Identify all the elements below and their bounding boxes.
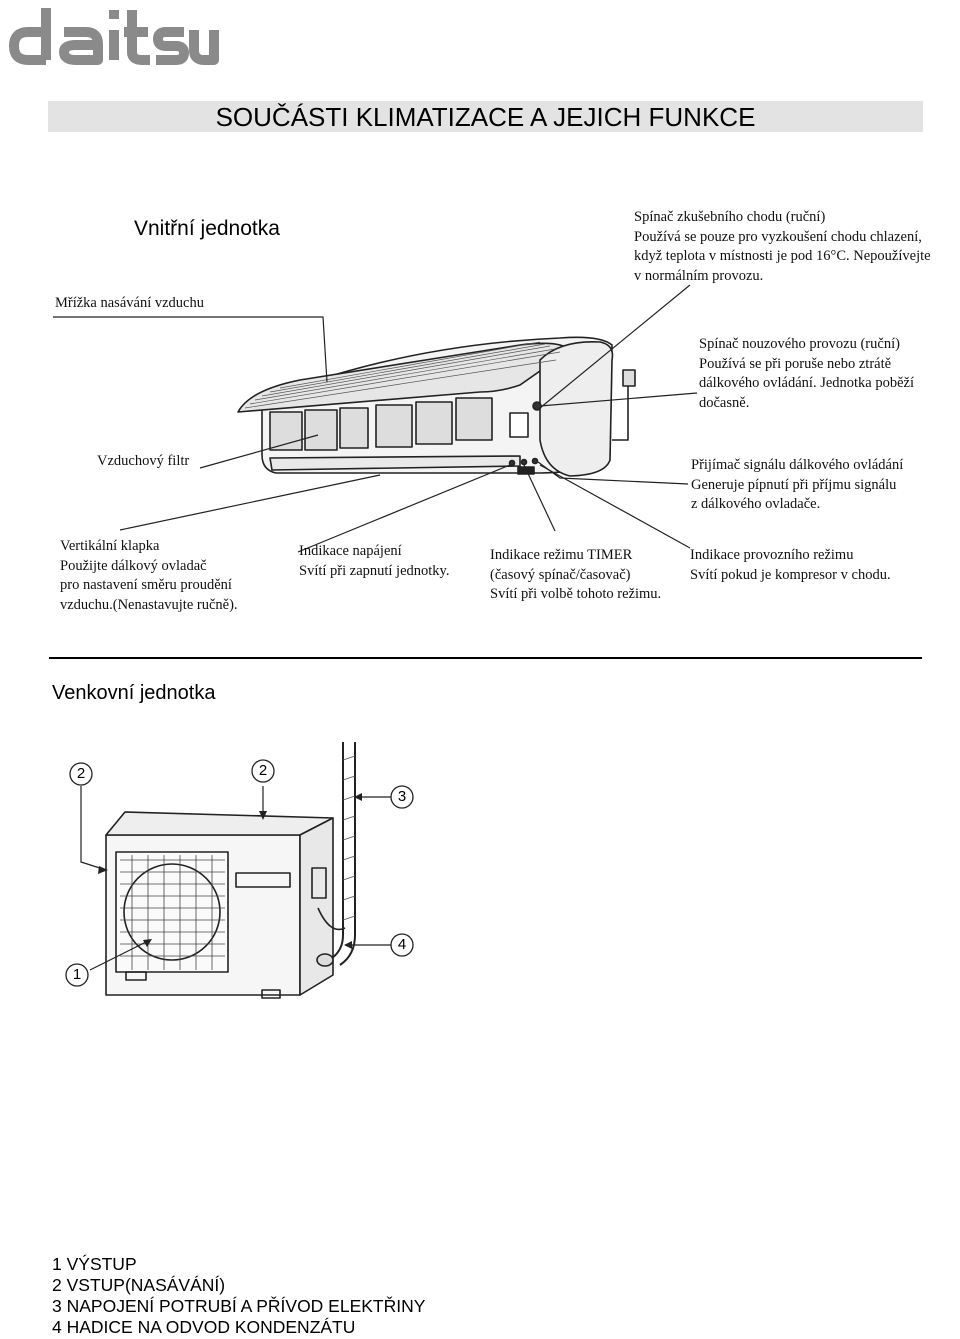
label-vertical-flap-line-4: vzduchu.(Nenastavujte ručně). (60, 596, 238, 613)
label-vertical-flap: Vertikální klapka Použijte dálkový ovlad… (60, 537, 238, 615)
label-emergency-switch-line-1: Spínač nouzového provozu (ruční) (699, 336, 900, 352)
label-timer-indicator-line-2: (časový spínač/časovač) (490, 566, 631, 583)
label-timer-indicator-line-3: Svítí při volbě tohoto režimu. (490, 586, 662, 602)
section-divider (49, 657, 922, 659)
callout-number-2-left: 2 (76, 765, 86, 782)
legend-item-2: 2 VSTUP(NASÁVÁNÍ) (52, 1275, 226, 1295)
label-operation-indicator-line-2: Svítí pokud je kompresor v chodu. (690, 566, 891, 583)
label-test-switch-line-3: když teplota v místnosti je pod 16°C. Ne… (634, 248, 931, 264)
legend-item-4: 4 HADICE NA ODVOD KONDENZÁTU (52, 1317, 356, 1337)
label-vertical-flap-line-3: pro nastavení směru proudění (60, 577, 232, 593)
brand-logo (9, 8, 219, 65)
label-power-indicator: Indikace napájení Svítí při zapnutí jedn… (299, 542, 450, 581)
label-test-switch: Spínač zkušebního chodu (ruční) Používá … (634, 208, 931, 286)
label-air-filter-line-1: Vzduchový filtr (97, 453, 190, 469)
label-power-indicator-line-2: Svítí při zapnutí jednotky. (299, 562, 450, 579)
label-emergency-switch: Spínač nouzového provozu (ruční) Používá… (699, 335, 914, 413)
callout-number-3: 3 (397, 788, 407, 805)
label-emergency-switch-line-3: dálkového ovládání. Jednotka poběží (699, 375, 915, 391)
outdoor-unit-diagram (65, 742, 414, 999)
label-emergency-switch-line-2: Používá se při poruše nebo ztrátě (699, 355, 892, 372)
callout-number-2-top: 2 (258, 762, 268, 779)
label-test-switch-line-4: v normálním provozu. (634, 267, 764, 284)
label-emergency-switch-line-4: dočasně. (699, 394, 750, 411)
label-operation-indicator: Indikace provozního režimu Svítí pokud j… (690, 546, 891, 585)
label-test-switch-line-1: Spínač zkušebního chodu (ruční) (634, 209, 826, 225)
outdoor-legend: 1 VÝSTUP 2 VSTUP(NASÁVÁNÍ) 3 NAPOJENÍ PO… (52, 1254, 425, 1338)
label-remote-receiver: Přijímač signálu dálkového ovládání Gene… (691, 456, 903, 515)
label-test-switch-line-2: Používá se pouze pro vyzkoušení chodu ch… (634, 228, 922, 245)
label-air-intake-grille-line-1: Mřížka nasávání vzduchu (55, 295, 204, 311)
label-vertical-flap-line-1: Vertikální klapka (60, 538, 160, 554)
label-operation-indicator-line-1: Indikace provozního režimu (690, 547, 854, 563)
label-vertical-flap-line-2: Použijte dálkový ovladač (60, 557, 207, 574)
indoor-unit-diagram (53, 284, 698, 553)
label-air-intake-grille: Mřížka nasávání vzduchu (55, 294, 204, 314)
label-timer-indicator-line-1: Indikace režimu TIMER (490, 547, 633, 563)
label-power-indicator-line-1: Indikace napájení (299, 543, 402, 559)
legend-item-1: 1 VÝSTUP (52, 1254, 137, 1274)
callout-number-1: 1 (72, 966, 82, 983)
label-remote-receiver-line-1: Přijímač signálu dálkového ovládání (691, 457, 904, 473)
callout-number-4: 4 (397, 936, 407, 953)
outdoor-unit-heading: Venkovní jednotka (52, 682, 216, 704)
label-remote-receiver-line-2: Generuje pípnutí při příjmu signálu (691, 476, 897, 493)
title-bar (48, 101, 923, 132)
label-timer-indicator: Indikace režimu TIMER (časový spínač/čas… (490, 546, 661, 605)
label-air-filter: Vzduchový filtr (97, 452, 189, 472)
indoor-unit-heading: Vnitřní jednotka (134, 217, 280, 240)
label-remote-receiver-line-3: z dálkového ovladače. (691, 496, 821, 512)
legend-item-3: 3 NAPOJENÍ POTRUBÍ A PŘÍVOD ELEKTŘINY (52, 1296, 426, 1316)
page-title: SOUČÁSTI KLIMATIZACE A JEJICH FUNKCE (215, 102, 756, 132)
